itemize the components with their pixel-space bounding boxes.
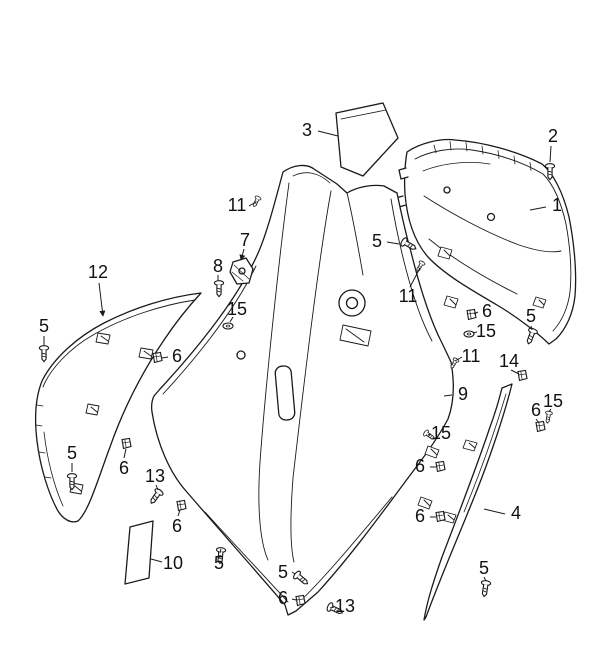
leader-line-6: [473, 311, 479, 315]
clip-part6: [435, 510, 446, 523]
leader-line-14: [510, 369, 520, 375]
leader-line-15: [548, 408, 552, 413]
clip-part6: [176, 499, 187, 512]
clip-part6: [435, 460, 446, 473]
screw-part8: [213, 280, 225, 298]
leader-lines: [43, 130, 552, 609]
clip-part6: [152, 351, 163, 364]
leader-line-11: [248, 201, 257, 207]
leader-line-13: [329, 606, 335, 609]
leader-line-5: [530, 325, 533, 331]
leader-line-2: [549, 145, 552, 163]
leader-line-11: [409, 267, 421, 288]
screw-part13: [325, 601, 345, 618]
screw-part5: [38, 345, 50, 363]
leader-line-4: [483, 508, 506, 515]
panel-3-upper-lid: [335, 102, 399, 177]
leader-line-13: [155, 484, 159, 491]
leader-line-5: [219, 548, 222, 554]
clip-part6: [295, 594, 306, 607]
panel-4-trim-strip: [423, 383, 513, 621]
screw-part5: [523, 326, 539, 346]
screw-part5: [479, 579, 492, 598]
clip-part6: [535, 420, 546, 433]
leader-line-6: [291, 598, 297, 601]
leader-line-10: [150, 558, 163, 563]
part-7-bracket: [229, 257, 254, 285]
clip-part6: [121, 437, 132, 450]
screw-part13: [146, 486, 165, 507]
washer-part15: [463, 330, 475, 338]
screw-part15: [543, 410, 554, 425]
leader-line-11: [454, 356, 463, 362]
leader-line-6: [161, 356, 169, 359]
clip-part14: [517, 369, 528, 382]
panel-9-inner-cover: [150, 164, 454, 616]
leader-line-9: [443, 394, 453, 397]
leader-line-5: [291, 571, 296, 575]
panel-10-pad: [124, 520, 154, 585]
leader-line-6: [123, 448, 127, 459]
screw-part11: [250, 194, 262, 209]
leader-line-1: [529, 206, 547, 211]
panel-12-left-garnish: [35, 292, 202, 523]
leader-line-5: [483, 576, 487, 582]
leader-line-6: [177, 509, 181, 517]
clip-part6: [466, 308, 477, 321]
leader-line-3: [317, 130, 339, 137]
leader-line-15: [472, 331, 478, 334]
leader-line-15: [427, 433, 432, 436]
washer-part15: [222, 322, 234, 330]
leader-line-5: [386, 241, 400, 245]
leader-line-6: [535, 418, 540, 424]
leader-line-12: [98, 282, 106, 317]
leader-line-7: [239, 248, 246, 261]
leader-line-15: [229, 316, 234, 323]
